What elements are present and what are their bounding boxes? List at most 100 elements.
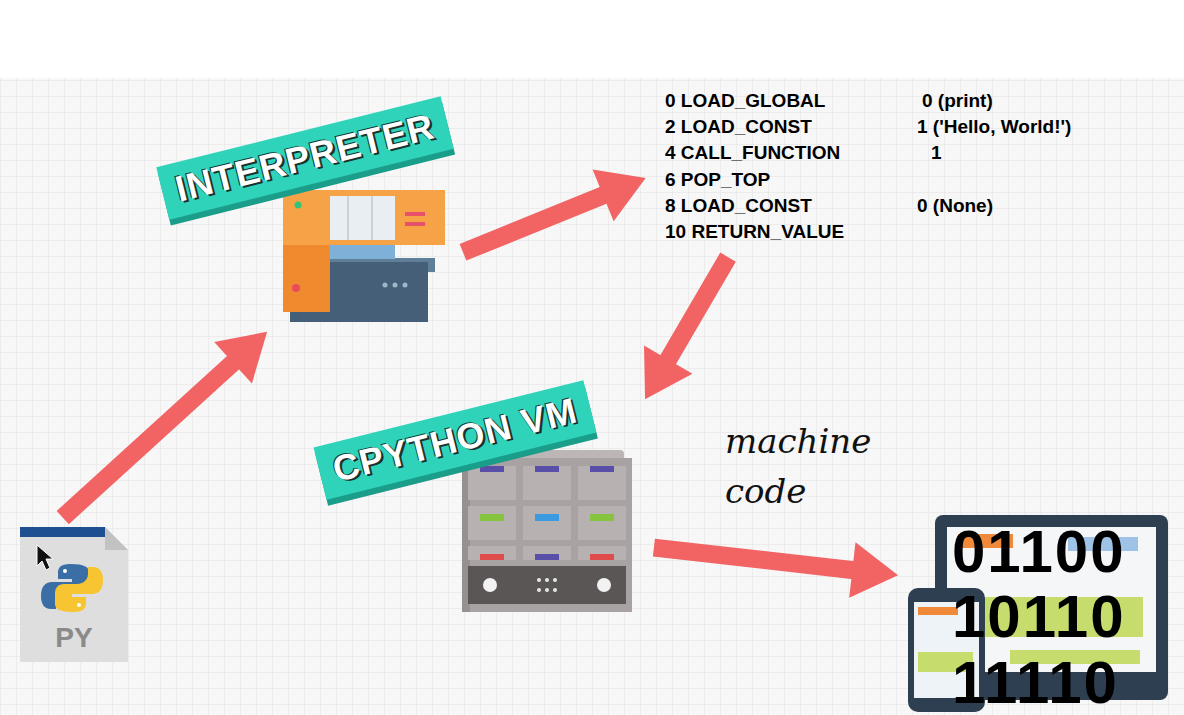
binary-screen: 011001011011110 xyxy=(908,512,1170,713)
text-holder: 4 CALL_FUNCTION xyxy=(665,142,840,164)
vm-cabinet-part xyxy=(480,466,504,472)
arrow-head xyxy=(214,332,267,384)
vm-cabinet-part xyxy=(590,514,614,521)
vm-cabinet-part xyxy=(468,566,626,604)
text-holder: 10110 xyxy=(952,587,1126,647)
interpreter-machine-part xyxy=(403,283,408,288)
vm-cabinet-part xyxy=(523,466,571,500)
mouse-cursor xyxy=(37,545,53,570)
vm-cabinet-part xyxy=(553,588,557,592)
vm-cabinet-part xyxy=(545,578,549,582)
grid-paper-part xyxy=(0,78,1184,715)
vm-cabinet-part xyxy=(553,578,557,582)
interpreter-machine-part xyxy=(347,196,349,240)
vm-cabinet-part xyxy=(480,514,504,521)
vm-cabinet-part xyxy=(468,506,516,540)
vm-cabinet-part xyxy=(523,546,571,560)
digits-text: 11110 xyxy=(952,653,1119,713)
vm-cabinet-part xyxy=(590,466,614,472)
vm-cabinet-part xyxy=(523,506,571,540)
interpreter-machine-part xyxy=(405,212,425,216)
grid-paper xyxy=(0,78,1184,715)
vm-cabinet-part xyxy=(468,546,516,560)
python-file-icon-part xyxy=(55,567,103,612)
bytecode-line: 4 CALL_FUNCTION xyxy=(665,142,840,164)
vm-cabinet-part xyxy=(578,546,626,560)
interpreter-machine-part xyxy=(383,283,388,288)
vm-cabinet-part xyxy=(578,506,626,540)
vm-cabinet-part xyxy=(537,588,541,592)
arrow-shaft xyxy=(63,359,238,518)
python-file-icon-part xyxy=(20,527,128,662)
interpreter-machine-part xyxy=(330,196,395,240)
text-holder: PY xyxy=(20,622,128,654)
file-text: PY xyxy=(55,622,92,654)
bytecode-line: 6 POP_TOP xyxy=(665,169,770,191)
text-holder: 0 LOAD_GLOBAL xyxy=(665,90,825,112)
interpreter-machine-part xyxy=(292,284,300,292)
text-holder: 8 LOAD_CONST xyxy=(665,195,812,217)
python-file: PY xyxy=(20,527,128,662)
interpreter-machine-part xyxy=(371,196,373,240)
vm-cabinet-part xyxy=(462,458,632,612)
interpreter-machine-part xyxy=(405,222,425,226)
vm-cabinet-part xyxy=(535,514,559,521)
bytecode-line: 0 (print) xyxy=(922,90,993,112)
text-holder: 0 (print) xyxy=(922,90,993,112)
text-holder: 2 LOAD_CONST xyxy=(665,116,812,138)
bytecode-listing: 0 LOAD_GLOBAL 0 (print) 2 LOAD_CONST 1 ('He… xyxy=(655,88,1100,245)
python-file-icon-part xyxy=(55,567,103,612)
text-holder: 1 xyxy=(931,142,942,164)
bytecode-line: 0 LOAD_GLOBAL xyxy=(665,90,825,112)
text-holder: 6 POP_TOP xyxy=(665,169,770,191)
banner-text: INTERPRETER xyxy=(156,96,453,219)
bytecode-line: 2 LOAD_CONST xyxy=(665,116,812,138)
bytecode-line: 1 xyxy=(931,142,942,164)
vm-cabinet-part xyxy=(537,578,541,582)
arrow-head xyxy=(593,169,646,221)
grid-paper-part xyxy=(0,78,1184,715)
arrow-head xyxy=(644,346,692,400)
interpreter-machine xyxy=(283,190,445,322)
python-file-icon xyxy=(20,527,128,662)
vm-cabinet-part xyxy=(483,578,497,592)
arrow-shaft xyxy=(463,193,609,252)
vm-cabinet-part xyxy=(578,466,626,500)
text-holder: 01100 xyxy=(952,522,1126,582)
python-file-icon-part xyxy=(105,527,128,550)
computer-and-phone xyxy=(908,515,1168,712)
interpreter-machine-part xyxy=(283,190,445,245)
interpreter-machine-part xyxy=(295,202,302,209)
flow-arrow xyxy=(463,169,646,252)
bytecode-line: 10 RETURN_VALUE xyxy=(665,221,844,243)
python-file-icon-part xyxy=(20,527,105,537)
vm-cabinet-part xyxy=(535,466,559,472)
interpreter-banner: INTERPRETER xyxy=(180,100,450,325)
banner-text: CPYTHON VM xyxy=(314,380,597,500)
text-holder: 0 (None) xyxy=(917,195,993,217)
flow-arrow xyxy=(654,542,898,598)
vm-cabinet-part xyxy=(545,588,549,592)
text-holder: 10 RETURN_VALUE xyxy=(665,221,844,243)
python-file-icon-part xyxy=(63,569,67,573)
vm-cabinet xyxy=(462,450,632,612)
vm-cabinet-part xyxy=(480,554,504,560)
vm-banner: CPYTHON VM xyxy=(325,385,640,615)
bytecode-line: 0 (None) xyxy=(917,195,993,217)
interpreter-machine-part xyxy=(393,283,398,288)
digits-text: 10110 xyxy=(952,587,1126,647)
flow-arrow xyxy=(63,332,267,518)
vm-cabinet-part xyxy=(468,466,516,500)
flow-arrow xyxy=(644,257,728,399)
arrow-head xyxy=(849,542,898,598)
text-holder: CPYTHON VM xyxy=(314,380,597,500)
interpreter-machine-part xyxy=(330,245,395,259)
python-file-icon-part xyxy=(77,603,81,607)
mouse-cursor-part xyxy=(37,545,53,570)
handwritten-note: machine code xyxy=(725,417,915,516)
edge-label-holder: machine code xyxy=(725,417,915,516)
bytecode-line: 1 ('Hello, World!') xyxy=(917,116,1071,138)
vm-cabinet-part xyxy=(590,554,614,560)
bytecode-line: 8 LOAD_CONST xyxy=(665,195,812,217)
